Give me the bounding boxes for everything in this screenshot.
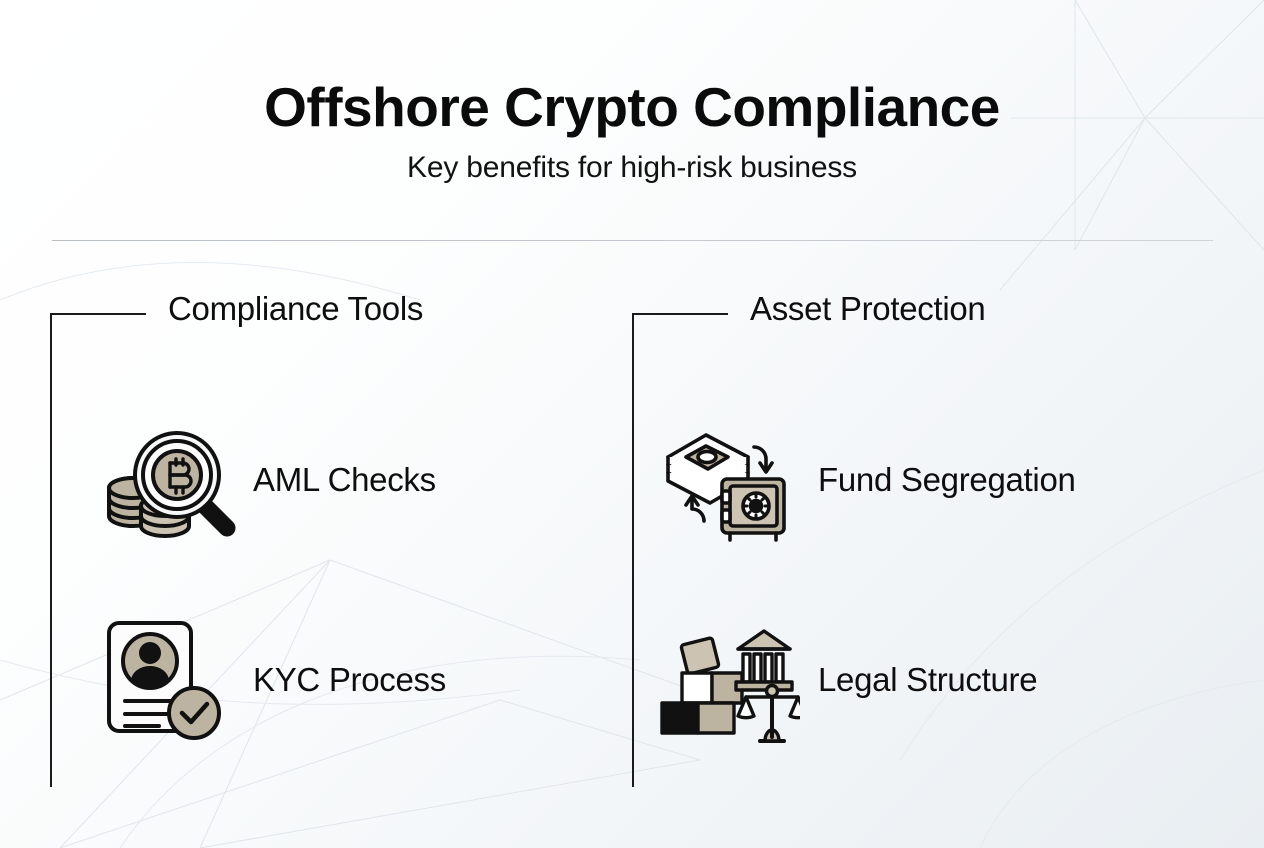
item-label: Legal Structure bbox=[818, 661, 1038, 698]
section-heading-compliance-tools: Compliance Tools bbox=[168, 290, 424, 327]
list-item[interactable]: AML Checks bbox=[95, 380, 610, 580]
header-divider bbox=[52, 240, 1213, 241]
list-item[interactable]: KYC Process bbox=[95, 580, 610, 780]
list-item[interactable]: Fund Segregation bbox=[660, 380, 1175, 580]
item-label: KYC Process bbox=[253, 661, 446, 698]
cash-safe-cycle-icon bbox=[660, 413, 800, 548]
bank-blocks-scales-icon bbox=[660, 613, 800, 748]
id-card-verified-icon bbox=[95, 613, 245, 748]
header: Offshore Crypto Compliance Key benefits … bbox=[0, 0, 1264, 185]
item-list-asset-protection: Fund Segregation bbox=[660, 380, 1175, 780]
page-subtitle: Key benefits for high-risk business bbox=[407, 151, 857, 185]
list-item[interactable]: Legal Structure bbox=[660, 580, 1175, 780]
section-bracket-right bbox=[632, 313, 728, 787]
section-bracket-left bbox=[50, 313, 146, 787]
item-label: AML Checks bbox=[253, 461, 436, 498]
item-list-compliance-tools: AML Checks bbox=[95, 380, 610, 780]
item-label: Fund Segregation bbox=[818, 461, 1076, 498]
page-title: Offshore Crypto Compliance bbox=[264, 76, 1000, 138]
magnifier-bitcoin-coins-icon bbox=[95, 413, 245, 548]
section-heading-asset-protection: Asset Protection bbox=[750, 290, 986, 327]
